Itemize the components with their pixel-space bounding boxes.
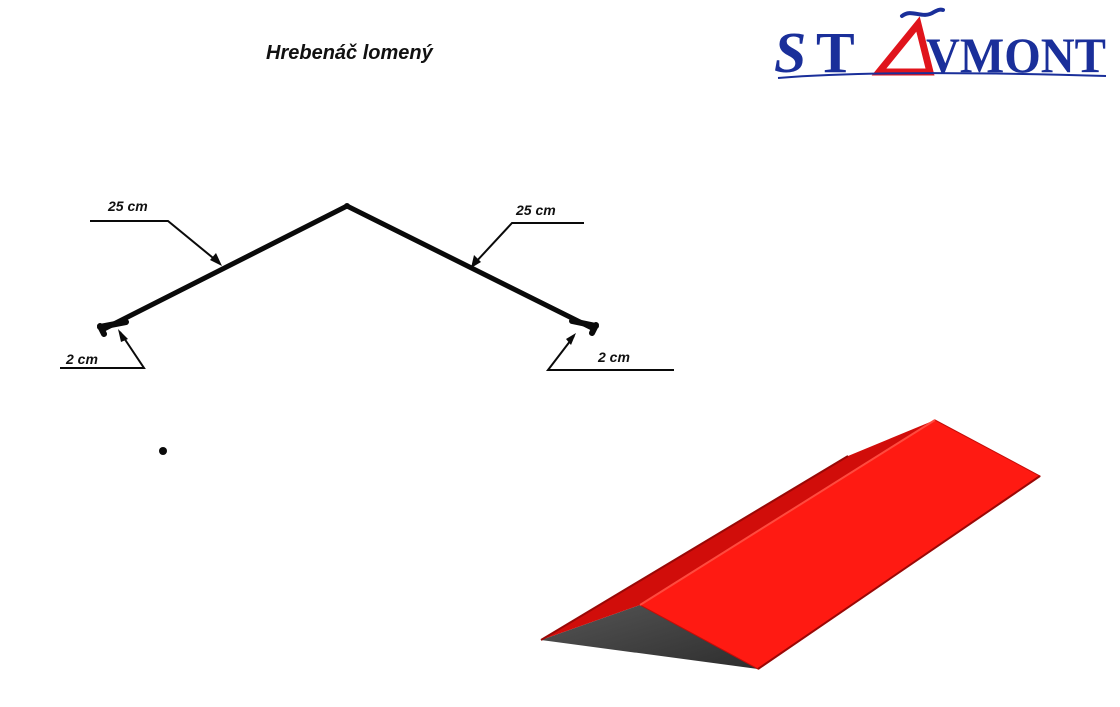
dimension-leaders	[60, 220, 674, 371]
logo-letter-s: S	[774, 20, 806, 85]
arrow-left-fold	[118, 329, 128, 342]
arrow-left-slope	[210, 253, 222, 266]
stavmont-logo: S T VMONT	[774, 7, 1107, 85]
logo-triangle	[871, 16, 935, 76]
arrow-right-fold	[566, 333, 576, 345]
leader-left-slope	[90, 220, 219, 263]
stray-dot	[159, 447, 167, 455]
page-title: Hrebenáč lomený	[266, 42, 433, 64]
leader-right-fold	[545, 335, 674, 371]
render-front-hem	[757, 475, 1041, 670]
left-fold	[97, 319, 129, 337]
render-back-slope	[541, 420, 935, 640]
leader-arrowheads	[118, 253, 576, 345]
leader-left-fold	[60, 331, 146, 369]
logo-swoosh	[900, 7, 945, 18]
label-right-slope: 25 cm	[515, 202, 556, 218]
render-back-hem	[540, 455, 849, 641]
ridge-cap-render	[540, 419, 1041, 670]
profile-line	[99, 203, 597, 333]
label-right-fold: 2 cm	[597, 349, 630, 365]
right-fold	[569, 318, 599, 336]
label-left-fold: 2 cm	[65, 351, 98, 367]
leader-right-slope	[473, 222, 584, 265]
render-ridge	[639, 419, 936, 606]
render-shadow-face	[541, 605, 758, 669]
label-left-slope: 25 cm	[107, 198, 148, 214]
logo-underline	[777, 72, 1107, 79]
profile-cross-section	[97, 203, 599, 337]
arrow-right-slope	[471, 255, 481, 268]
apex-point	[344, 203, 350, 209]
